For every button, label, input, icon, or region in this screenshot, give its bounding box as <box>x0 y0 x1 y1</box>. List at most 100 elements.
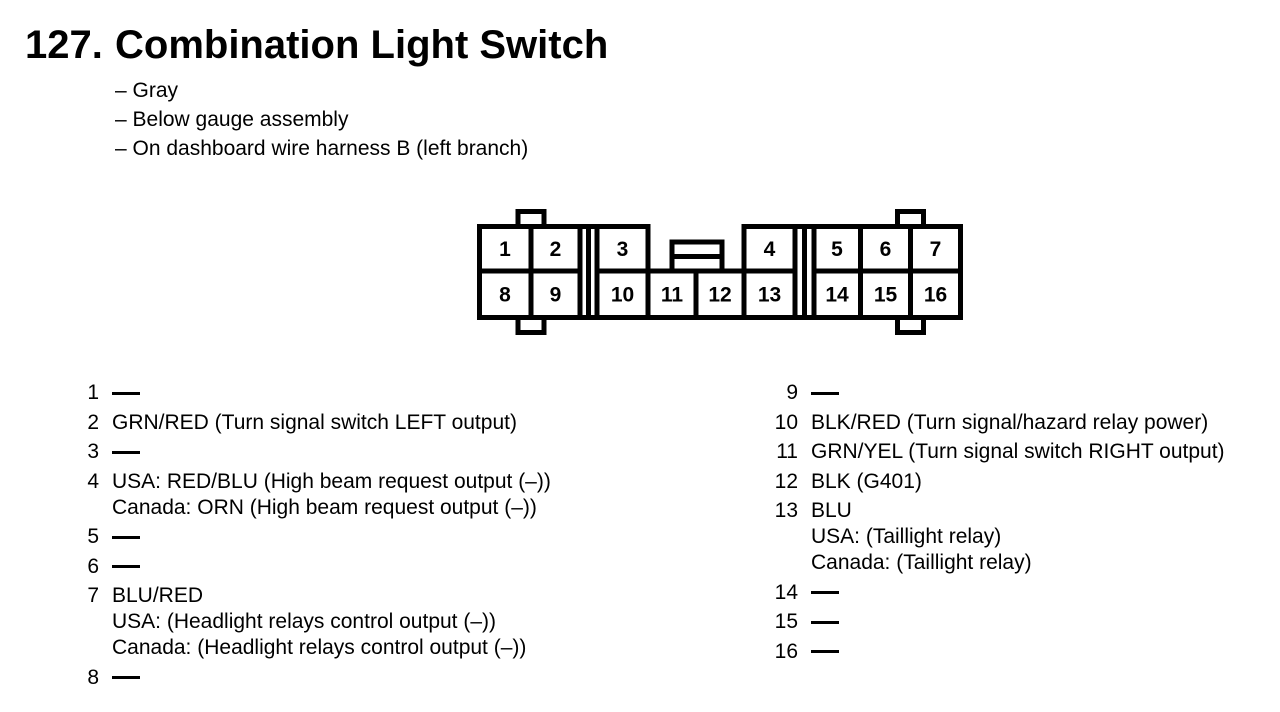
pin-cavity <box>908 224 963 274</box>
pin-description-line: Canada: (Headlight relays control output… <box>112 636 527 659</box>
pin-number: 7 <box>87 584 99 607</box>
pin-cell-number: 6 <box>880 238 892 261</box>
pin-description <box>112 439 140 465</box>
pin-entry: 16 <box>772 639 1272 665</box>
pin-description-line <box>112 439 140 465</box>
pin-description: BLU/RED USA: (Headlight relays control ou… <box>112 583 526 661</box>
pin-number: 6 <box>87 554 99 578</box>
pin-description <box>112 554 140 580</box>
pin-description-line: GRN/YEL (Turn signal switch RIGHT output… <box>811 440 1225 463</box>
pin-description-line <box>112 380 140 406</box>
pin-cell-number: 13 <box>758 284 781 307</box>
pin-number: 9 <box>786 381 798 404</box>
pin-number: 1 <box>87 381 99 404</box>
no-wire-dash <box>112 535 140 539</box>
pin-list-right: 9 10 BLK/RED (Turn signal/hazard relay pow… <box>772 380 1272 668</box>
pin-entry: 3 <box>85 439 725 465</box>
pin-entry: 5 <box>85 524 725 550</box>
pin-description <box>811 380 839 406</box>
pin-description-line: BLU <box>811 499 852 522</box>
pin-description-line <box>811 609 839 635</box>
pin-description-line <box>811 380 839 406</box>
no-wire-dash <box>112 391 140 395</box>
pin-cell-number: 3 <box>617 238 629 261</box>
no-wire-dash <box>112 565 140 569</box>
pin-description-line: Canada: ORN (High beam request output (–… <box>112 495 537 519</box>
pin-cell-number: 5 <box>831 238 843 261</box>
pin-cell-number: 10 <box>611 284 634 307</box>
note-harness: – On dashboard wire harness B (left bran… <box>115 137 529 160</box>
pin-description-line: USA: (Taillight relay) <box>811 525 1002 548</box>
pin-cell-number: 12 <box>708 284 731 307</box>
pin-description: BLK (G401) <box>811 469 922 495</box>
pin-description <box>811 580 839 606</box>
pin-description-line <box>811 639 839 665</box>
pin-description: BLU USA: (Taillight relay) Canada: (Tailli… <box>811 498 1032 576</box>
pin-number: 2 <box>87 410 99 434</box>
pin-description-line: GRN/RED (Turn signal switch LEFT output) <box>112 410 517 434</box>
pin-cell-number: 4 <box>764 238 776 261</box>
pin-number: 3 <box>87 440 99 463</box>
connector-diagram: 1 2 3 4 5 6 7 8 9 10 11 12 13 14 15 16 <box>477 209 963 335</box>
pin-cavity <box>528 268 583 320</box>
pin-number: 4 <box>87 469 99 493</box>
pin-description-line: USA: (Headlight relays control output (–… <box>112 610 496 633</box>
pin-cavity <box>908 268 963 320</box>
pin-description <box>112 665 140 691</box>
pin-number: 14 <box>774 580 798 604</box>
pin-number: 5 <box>87 525 99 548</box>
pin-description: USA: RED/BLU (High beam request output (… <box>112 469 551 521</box>
no-wire-dash <box>811 591 839 595</box>
pin-description <box>112 380 140 406</box>
pin-entry: 2 GRN/RED (Turn signal switch LEFT output… <box>85 410 725 436</box>
pin-description <box>811 639 839 665</box>
note-connector-color: – Gray <box>115 79 179 102</box>
pin-number: 13 <box>774 499 798 522</box>
pin-description-line: Canada: (Taillight relay) <box>811 551 1032 574</box>
pin-description-line <box>112 554 140 580</box>
pin-cell-number: 7 <box>930 238 942 261</box>
pin-description-line: BLU/RED <box>112 584 204 607</box>
pin-cell-number: 11 <box>661 284 684 307</box>
pin-entry: 11 GRN/YEL (Turn signal switch RIGHT outp… <box>772 439 1272 465</box>
pin-cell-number: 2 <box>550 238 562 261</box>
pin-entry: 1 <box>85 380 725 406</box>
pin-number: 15 <box>774 610 798 633</box>
pin-description-line <box>811 580 839 606</box>
no-wire-dash <box>112 676 140 680</box>
pin-number: 10 <box>774 410 798 434</box>
no-wire-dash <box>112 450 140 454</box>
pin-cell-number: 15 <box>874 284 898 307</box>
pin-entry: 14 <box>772 580 1272 606</box>
pin-number: 11 <box>776 440 798 463</box>
pin-entry: 10 BLK/RED (Turn signal/hazard relay powe… <box>772 410 1272 436</box>
no-wire-dash <box>811 391 839 395</box>
pin-description: GRN/RED (Turn signal switch LEFT output) <box>112 410 517 436</box>
page-title: Combination Light Switch <box>115 23 609 67</box>
pin-cavity <box>741 268 798 320</box>
pin-entry: 13 BLU USA: (Taillight relay) Canada: (Tail… <box>772 498 1272 576</box>
pin-cell-number: 8 <box>499 284 511 307</box>
pin-description <box>811 609 839 635</box>
section-number: 127. <box>25 23 103 67</box>
pin-entry: 12 BLK (G401) <box>772 469 1272 495</box>
pin-description-line: USA: RED/BLU (High beam request output (… <box>112 469 551 493</box>
pin-entry: 7 BLU/RED USA: (Headlight relays control o… <box>85 583 725 661</box>
pin-description-line: BLK/RED (Turn signal/hazard relay power) <box>811 410 1209 434</box>
pin-number: 12 <box>774 469 798 493</box>
pin-cell-number: 1 <box>499 238 511 261</box>
pin-description-line <box>112 665 140 691</box>
pin-description: BLK/RED (Turn signal/hazard relay power) <box>811 410 1208 436</box>
no-wire-dash <box>811 620 839 624</box>
pin-number: 16 <box>774 639 798 663</box>
no-wire-dash <box>811 650 839 654</box>
pin-entry: 8 <box>85 665 725 691</box>
pin-description-line <box>112 524 140 550</box>
pin-entry: 15 <box>772 609 1272 635</box>
pin-entry: 6 <box>85 554 725 580</box>
pin-list-left: 1 2 GRN/RED (Turn signal switch LEFT outpu… <box>85 380 725 694</box>
pin-description <box>112 524 140 550</box>
pin-number: 8 <box>87 665 99 689</box>
pin-cell-number: 14 <box>825 284 849 307</box>
